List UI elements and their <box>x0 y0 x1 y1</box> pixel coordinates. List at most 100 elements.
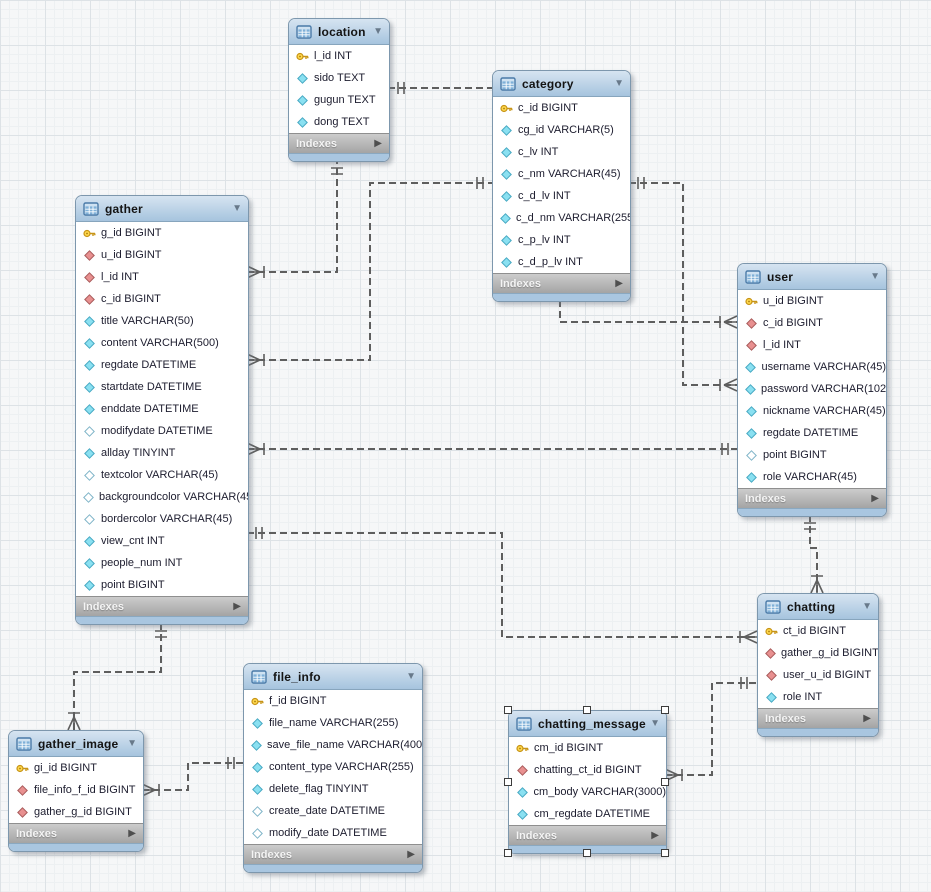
column-row[interactable]: file_name VARCHAR(255) <box>244 712 422 734</box>
table-header[interactable]: chatting_message▼ <box>509 711 666 737</box>
column-row[interactable]: u_id BIGINT <box>76 244 248 266</box>
column-row[interactable]: f_id BIGINT <box>244 690 422 712</box>
expand-arrow-icon[interactable]: ▶ <box>233 601 241 612</box>
table-header[interactable]: chatting▼ <box>758 594 878 620</box>
column-row[interactable]: startdate DATETIME <box>76 376 248 398</box>
indexes-row[interactable]: Indexes▶ <box>76 596 248 616</box>
indexes-row[interactable]: Indexes▶ <box>738 488 886 508</box>
column-row[interactable]: password VARCHAR(1024) <box>738 378 886 400</box>
collapse-arrow-icon[interactable]: ▼ <box>870 271 880 282</box>
table-header[interactable]: gather_image▼ <box>9 731 143 757</box>
column-row[interactable]: gi_id BIGINT <box>9 757 143 779</box>
column-row[interactable]: enddate DATETIME <box>76 398 248 420</box>
column-row[interactable]: regdate DATETIME <box>76 354 248 376</box>
column-row[interactable]: u_id BIGINT <box>738 290 886 312</box>
column-row[interactable]: c_d_lv INT <box>493 185 630 207</box>
table-header[interactable]: user▼ <box>738 264 886 290</box>
column-row[interactable]: gather_g_id BIGINT <box>758 642 878 664</box>
column-row[interactable]: c_p_lv INT <box>493 229 630 251</box>
column-row[interactable]: cm_regdate DATETIME <box>509 803 666 825</box>
column-row[interactable]: c_lv INT <box>493 141 630 163</box>
column-row[interactable]: c_id BIGINT <box>76 288 248 310</box>
relationship-user-chatting[interactable] <box>804 515 824 594</box>
selection-handle[interactable] <box>504 778 512 786</box>
relationship-category-user-lid[interactable] <box>629 177 738 392</box>
column-row[interactable]: l_id INT <box>76 266 248 288</box>
selection-handle[interactable] <box>583 706 591 714</box>
expand-arrow-icon[interactable]: ▶ <box>871 493 879 504</box>
column-row[interactable]: gugun TEXT <box>289 89 389 111</box>
collapse-arrow-icon[interactable]: ▼ <box>127 738 137 749</box>
column-row[interactable]: c_d_p_lv INT <box>493 251 630 273</box>
relationship-gather-gatherimage[interactable] <box>67 623 167 731</box>
selection-handle[interactable] <box>661 706 669 714</box>
table-header[interactable]: location▼ <box>289 19 389 45</box>
indexes-row[interactable]: Indexes▶ <box>493 273 630 293</box>
column-row[interactable]: view_cnt INT <box>76 530 248 552</box>
expand-arrow-icon[interactable]: ▶ <box>374 138 382 149</box>
relationship-gatherimage-fileinfo[interactable] <box>141 757 243 797</box>
column-row[interactable]: allday TINYINT <box>76 442 248 464</box>
relationship-gather-location[interactable] <box>246 160 343 279</box>
column-row[interactable]: ct_id BIGINT <box>758 620 878 642</box>
collapse-arrow-icon[interactable]: ▼ <box>232 203 242 214</box>
column-row[interactable]: c_d_nm VARCHAR(255) <box>493 207 630 229</box>
column-row[interactable]: gather_g_id BIGINT <box>9 801 143 823</box>
column-row[interactable]: nickname VARCHAR(45) <box>738 400 886 422</box>
column-row[interactable]: username VARCHAR(45) <box>738 356 886 378</box>
collapse-arrow-icon[interactable]: ▼ <box>373 26 383 37</box>
column-row[interactable]: backgroundcolor VARCHAR(45) <box>76 486 248 508</box>
column-row[interactable]: l_id INT <box>289 45 389 67</box>
table-header[interactable]: gather▼ <box>76 196 248 222</box>
column-row[interactable]: user_u_id BIGINT <box>758 664 878 686</box>
collapse-arrow-icon[interactable]: ▼ <box>614 78 624 89</box>
indexes-row[interactable]: Indexes▶ <box>758 708 878 728</box>
column-row[interactable]: content_type VARCHAR(255) <box>244 756 422 778</box>
indexes-row[interactable]: Indexes▶ <box>9 823 143 843</box>
column-row[interactable]: content VARCHAR(500) <box>76 332 248 354</box>
column-row[interactable]: people_num INT <box>76 552 248 574</box>
relationship-gather-category[interactable] <box>246 177 492 367</box>
column-row[interactable]: regdate DATETIME <box>738 422 886 444</box>
relationship-category-user-cid[interactable] <box>559 300 738 329</box>
column-row[interactable]: cm_body VARCHAR(3000) <box>509 781 666 803</box>
column-row[interactable]: sido TEXT <box>289 67 389 89</box>
expand-arrow-icon[interactable]: ▶ <box>128 828 136 839</box>
selection-handle[interactable] <box>504 849 512 857</box>
column-row[interactable]: c_nm VARCHAR(45) <box>493 163 630 185</box>
expand-arrow-icon[interactable]: ▶ <box>615 278 623 289</box>
collapse-arrow-icon[interactable]: ▼ <box>406 671 416 682</box>
collapse-arrow-icon[interactable]: ▼ <box>862 601 872 612</box>
column-row[interactable]: c_id BIGINT <box>738 312 886 334</box>
selection-handle[interactable] <box>661 778 669 786</box>
indexes-row[interactable]: Indexes▶ <box>509 825 666 845</box>
column-row[interactable]: role INT <box>758 686 878 708</box>
column-row[interactable]: c_id BIGINT <box>493 97 630 119</box>
column-row[interactable]: textcolor VARCHAR(45) <box>76 464 248 486</box>
selection-handle[interactable] <box>661 849 669 857</box>
column-row[interactable]: file_info_f_id BIGINT <box>9 779 143 801</box>
relationship-gather-chatting[interactable] <box>247 527 758 644</box>
expand-arrow-icon[interactable]: ▶ <box>407 849 415 860</box>
column-row[interactable]: modifydate DATETIME <box>76 420 248 442</box>
indexes-row[interactable]: Indexes▶ <box>289 133 389 153</box>
column-row[interactable]: modify_date DATETIME <box>244 822 422 844</box>
expand-arrow-icon[interactable]: ▶ <box>863 713 871 724</box>
indexes-row[interactable]: Indexes▶ <box>244 844 422 864</box>
column-row[interactable]: role VARCHAR(45) <box>738 466 886 488</box>
table-header[interactable]: file_info▼ <box>244 664 422 690</box>
column-row[interactable]: bordercolor VARCHAR(45) <box>76 508 248 530</box>
relationship-location-category[interactable] <box>388 82 492 94</box>
selection-handle[interactable] <box>504 706 512 714</box>
selection-handle[interactable] <box>583 849 591 857</box>
column-row[interactable]: title VARCHAR(50) <box>76 310 248 332</box>
column-row[interactable]: g_id BIGINT <box>76 222 248 244</box>
